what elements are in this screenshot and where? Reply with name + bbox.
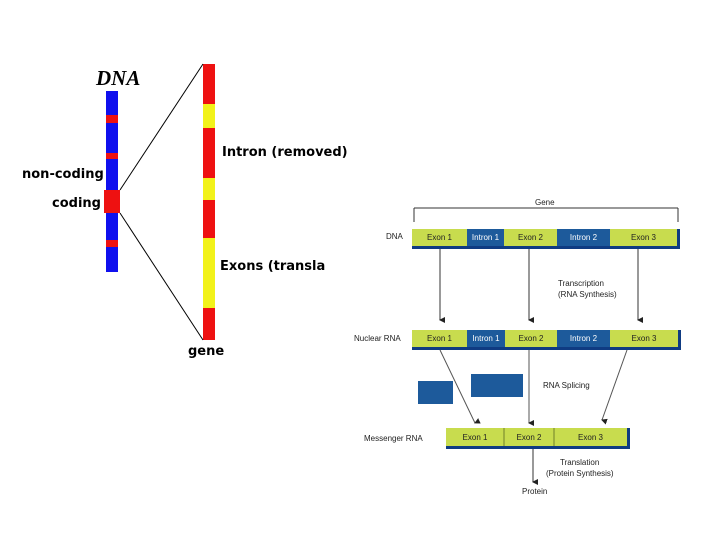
- nuclear-exon-2: Exon 2: [505, 330, 557, 347]
- chromosome-band: [106, 115, 118, 123]
- nuclear-intron-1: Intron 1: [467, 330, 505, 347]
- rna-splicing-label: RNA Splicing: [543, 381, 590, 390]
- nuclear-intron-2: Intron 2: [557, 330, 610, 347]
- label-non-coding: non-coding: [22, 167, 104, 182]
- label-gene: gene: [188, 344, 225, 359]
- chromosome-bar: [106, 91, 118, 272]
- nuclear-rna-label: Nuclear RNA: [354, 334, 401, 343]
- dna-exon-3: Exon 3: [610, 229, 677, 246]
- protein-label: Protein: [522, 487, 548, 496]
- mrna-exon-1: Exon 1: [446, 428, 504, 446]
- gene-segment-intron: [203, 238, 215, 308]
- removed-intron-piece: [418, 381, 453, 404]
- dna-title: DNA: [96, 66, 141, 90]
- label-intron-removed: Intron (removed): [222, 145, 348, 160]
- dna-intron-2: Intron 2: [557, 229, 610, 246]
- gene-bar: [203, 64, 215, 340]
- mrna-exon-2: Exon 2: [504, 428, 554, 446]
- chromosome-coding-region: [104, 190, 120, 213]
- chromosome-band: [106, 240, 118, 247]
- gene-segment-intron: [203, 104, 215, 128]
- nuclear-rna-strip: Exon 1 Intron 1 Exon 2 Intron 2 Exon 3: [412, 330, 681, 350]
- transcription-label: Transcription: [558, 279, 604, 288]
- mrna-label: Messenger RNA: [364, 434, 423, 443]
- dna-row-label: DNA: [386, 232, 403, 241]
- label-coding: coding: [52, 196, 101, 211]
- chromosome-band: [106, 153, 118, 159]
- gene-bracket-label: Gene: [535, 198, 555, 207]
- dna-intron-1: Intron 1: [467, 229, 504, 246]
- label-exons-translated: Exons (transla: [220, 259, 326, 274]
- gene-segment-exon: [203, 64, 215, 104]
- gene-segment-exon: [203, 128, 215, 178]
- dna-strip: Exon 1 Intron 1 Exon 2 Intron 2 Exon 3: [412, 229, 680, 249]
- nuclear-exon-1: Exon 1: [412, 330, 467, 347]
- gene-segment-exon: [203, 308, 215, 340]
- removed-intron-piece: [471, 374, 523, 397]
- nuclear-exon-3: Exon 3: [610, 330, 678, 347]
- translation-sublabel: (Protein Synthesis): [546, 469, 614, 478]
- translation-label: Translation: [560, 458, 600, 467]
- dna-exon-1: Exon 1: [412, 229, 467, 246]
- mrna-strip: Exon 1 Exon 2 Exon 3: [446, 428, 630, 449]
- dna-exon-2: Exon 2: [504, 229, 557, 246]
- gene-segment-intron: [203, 178, 215, 200]
- gene-segment-exon: [203, 200, 215, 238]
- transcription-sublabel: (RNA Synthesis): [558, 290, 617, 299]
- mrna-exon-3: Exon 3: [554, 428, 627, 446]
